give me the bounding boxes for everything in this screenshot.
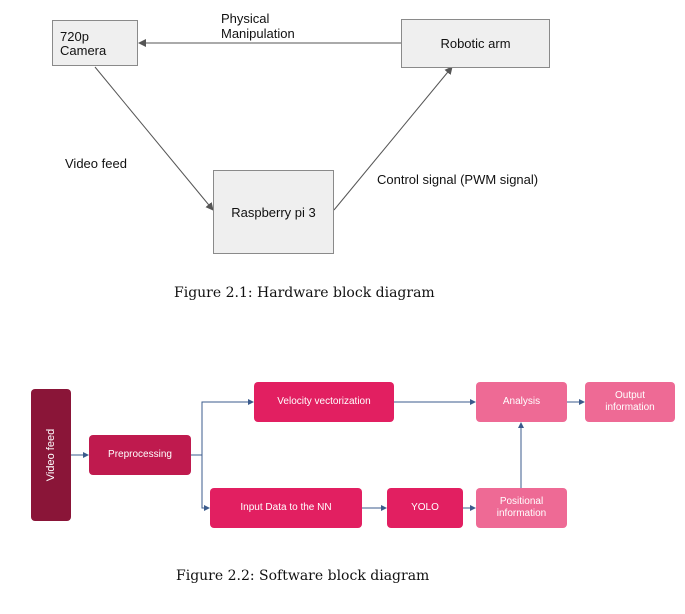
video-feed-block-label: Video feed <box>45 428 57 482</box>
raspberry-pi-block: Raspberry pi 3 <box>213 170 334 254</box>
hardware-figure-caption: Figure 2.1: Hardware block diagram <box>174 285 435 301</box>
output-label-line1: Output <box>614 390 646 401</box>
video-feed-block: Video feed <box>31 389 71 521</box>
yolo-label: YOLO <box>411 502 439 513</box>
control-signal-label: Control signal (PWM signal) <box>377 172 539 187</box>
velocity-vectorization-label: Velocity vectorization <box>277 396 371 407</box>
raspberry-pi-label: Raspberry pi 3 <box>231 204 316 220</box>
robotic-arm-label: Robotic arm <box>440 36 511 51</box>
positional-label-line1: Positional <box>499 496 544 507</box>
arrow-camera-to-raspberry <box>94 66 214 211</box>
camera-block: 720p Camera <box>52 20 138 66</box>
video-feed-label: Video feed <box>65 156 127 171</box>
robotic-arm-block: Robotic arm <box>401 19 550 68</box>
velocity-vectorization-block: Velocity vectorization <box>254 382 394 422</box>
preprocessing-block: Preprocessing <box>89 435 191 475</box>
output-information-block: Output information <box>585 382 675 422</box>
input-data-block: Input Data to the NN <box>210 488 362 528</box>
physical-label-line1: Physical <box>221 11 270 26</box>
arrow-preprocessing-to-input <box>201 455 210 511</box>
physical-label-line2: Manipulation <box>221 26 295 41</box>
output-label-line2: information <box>605 402 655 413</box>
camera-label-line2: Camera <box>60 43 107 58</box>
software-figure-caption: Figure 2.2: Software block diagram <box>176 568 430 584</box>
analysis-label: Analysis <box>502 396 541 407</box>
input-data-label: Input Data to the NN <box>240 502 332 513</box>
arrow-preprocessing-to-velocity <box>191 399 254 456</box>
positional-information-block: Positional information <box>476 488 567 528</box>
analysis-block: Analysis <box>476 382 567 422</box>
yolo-block: YOLO <box>387 488 463 528</box>
physical-manipulation-label: Physical Manipulation <box>221 11 295 41</box>
positional-label-line2: information <box>496 508 547 519</box>
arrow-raspberry-to-arm <box>333 66 453 211</box>
preprocessing-label: Preprocessing <box>108 449 172 460</box>
camera-label-line1: 720p <box>60 29 89 44</box>
